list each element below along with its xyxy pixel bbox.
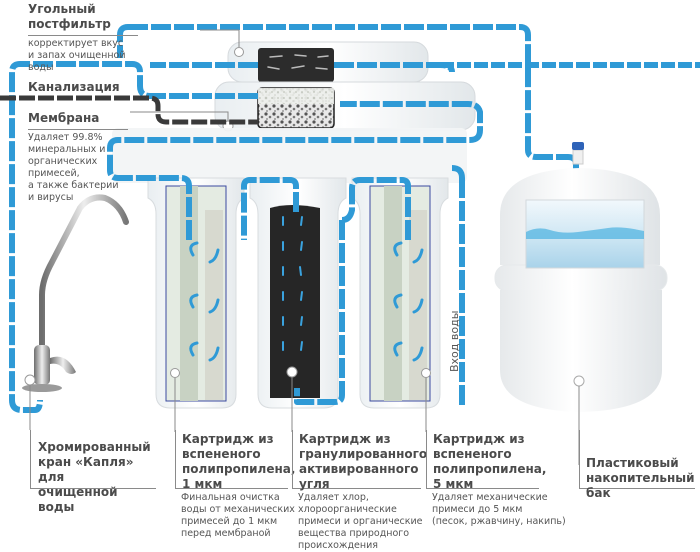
cartridge-5mkm-desc-1: Удаляет механические <box>432 492 548 503</box>
tank-title-1: Пластиковый <box>586 456 679 470</box>
membrane-desc-1: Удаляет 99.8% <box>28 132 103 143</box>
cartridge-1mkm-desc-2: воды от механических <box>181 504 295 515</box>
cartridge-1mkm-label-box: Картридж из вспененого полипропилена, 1 … <box>175 430 295 491</box>
cartridge-carbon-desc-5: происхождения <box>298 540 378 551</box>
cartridge-carbon-title-2: гранулированного <box>299 447 428 461</box>
storage-tank <box>494 142 668 412</box>
filter-housing-1mkm <box>147 177 245 409</box>
membrane-title: Мембрана <box>28 111 100 125</box>
cartridge-carbon-label-box: Картридж из гранулированного активирован… <box>292 430 427 491</box>
cartridge-1mkm-title-1: Картридж из <box>182 432 274 446</box>
tank-label-box: Пластиковый накопительный бак <box>579 430 695 500</box>
drain-label: Канализация <box>28 80 120 94</box>
cartridge-5mkm-desc-3: (песок, ржавчину, накипь) <box>432 516 566 527</box>
postfilter-label: Угольный постфильтр корректирует вкус и … <box>28 2 138 74</box>
cartridge-5mkm-title-2: вспененого <box>433 447 512 461</box>
drain-pipe <box>0 95 258 125</box>
cartridge-carbon-callout-dot <box>286 366 298 378</box>
chrome-faucet <box>22 194 129 392</box>
cartridge-5mkm-title-4: 5 мкм <box>433 477 474 491</box>
flow-arrows <box>189 241 424 362</box>
tank-callout-dot <box>573 375 585 387</box>
tank-valve <box>572 149 584 165</box>
membrane-desc-3: органических <box>28 156 98 167</box>
cartridge-carbon-title-4: угля <box>299 477 330 491</box>
cartridge-1mkm-desc: Финальная очистка воды от механических п… <box>181 492 295 540</box>
cartridge-1mkm-desc-3: примесей до 1 мкм <box>181 516 278 527</box>
mounting-bracket <box>112 128 467 183</box>
carbon-postfilter-media <box>258 48 334 82</box>
cartridge-carbon-desc: Удаляет хлор, хлороорганические примеси … <box>298 492 423 552</box>
tank-title-2: накопительный бак <box>586 471 695 500</box>
postfilter-callout-dot <box>234 47 244 57</box>
cartridge-5mkm-callout-dot <box>421 368 431 378</box>
cartridge-carbon-desc-4: вещества природного <box>298 528 410 539</box>
cartridge-1mkm-callout-dot <box>170 368 180 378</box>
cartridge-5mkm-title-1: Картридж из <box>433 432 525 446</box>
cartridge-5mkm-label-box: Картридж из вспененого полипропилена, 5 … <box>426 430 546 491</box>
water-inlet-label: Вход воды <box>448 310 461 372</box>
faucet-title-3: очищенной воды <box>38 485 118 514</box>
cartridge-1mkm-desc-4: перед мембраной <box>181 528 271 539</box>
postfilter-housing <box>227 41 429 83</box>
cartridge-carbon-desc-1: Удаляет хлор, <box>298 492 369 503</box>
membrane-desc-5: а также бактерии <box>28 180 119 191</box>
cartridge-5mkm-desc: Удаляет механические примеси до 5 мкм (п… <box>432 492 566 528</box>
cartridge-5mkm-desc-2: примеси до 5 мкм <box>432 504 523 515</box>
postfilter-title-1: Угольный <box>28 2 96 16</box>
cartridge-carbon-desc-2: хлороорганические <box>298 504 397 515</box>
callout-lines <box>29 29 580 465</box>
cartridge-5mkm-title-3: полипропилена, <box>433 462 547 476</box>
membrane-desc-6: и вирусы <box>28 192 74 203</box>
filter-housing-5mkm <box>351 177 449 409</box>
faucet-label-box: Хромированный кран «Капля» для очищенной… <box>30 430 156 514</box>
membrane-desc-4: примесей, <box>28 168 80 179</box>
cartridge-1mkm-title-2: вспененого <box>182 447 261 461</box>
cartridge-1mkm-desc-1: Финальная очистка <box>181 492 280 503</box>
postfilter-desc-3: воды <box>28 62 54 73</box>
carbon-flow-arrows <box>282 216 303 351</box>
postfilter-desc-1: корректирует вкус <box>28 38 124 49</box>
faucet-title-2: кран «Капля» для <box>38 455 134 484</box>
water-pipes <box>9 24 700 413</box>
cartridge-carbon-desc-3: примеси и органические <box>298 516 423 527</box>
cartridge-1mkm-title-3: полипропилена, <box>182 462 296 476</box>
faucet-callout-dot <box>24 374 36 386</box>
tank-valve-cap <box>572 142 584 150</box>
postfilter-desc-2: и запах очищенной <box>28 50 126 61</box>
faucet-title-1: Хромированный <box>38 440 151 454</box>
filter-housing-carbon <box>249 177 347 409</box>
membrane-desc-2: минеральных и <box>28 144 106 155</box>
cartridge-carbon-title-3: активированного <box>299 462 419 476</box>
cartridge-carbon-title-1: Картридж из <box>299 432 391 446</box>
cartridge-1mkm-title-4: 1 мкм <box>182 477 223 491</box>
postfilter-title-2: постфильтр <box>28 17 111 31</box>
membrane-label: Мембрана Удаляет 99.8% минеральных и орг… <box>28 111 128 204</box>
